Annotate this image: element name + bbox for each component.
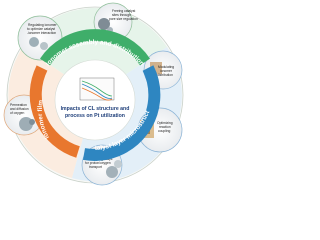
- diagram-svg: Regulating ionomer to optimize catalyst …: [0, 0, 184, 186]
- panel-6-line3: of oxygen: [10, 111, 24, 115]
- sector-band-orange: [29, 65, 80, 158]
- panel-6-line1: Permeation: [10, 103, 27, 107]
- panel-4-line3: coupling: [158, 129, 170, 133]
- panel-2-line1: Freeing catalyst: [112, 9, 135, 13]
- panel-4-line2: reaction: [159, 125, 171, 129]
- panel-1-line3: -ionomer interaction: [27, 31, 56, 35]
- center-title-line2: process on Pt utilization: [65, 113, 125, 119]
- sector-band-green: [40, 29, 150, 66]
- panel-5-line3: transport: [89, 165, 102, 169]
- cl-structure-overview-diagram: Regulating ionomer to optimize catalyst …: [0, 0, 189, 189]
- panel-5-line2: for proton/oxygen: [85, 161, 111, 165]
- center-title-line1: Impacts of CL structure and: [61, 106, 130, 112]
- sector-band-blue: [82, 65, 161, 161]
- panel-3-line3: distribution: [157, 73, 173, 77]
- panel-1-line2: to optimize catalyst: [27, 27, 55, 31]
- panel-4-line1: Optimizing: [157, 121, 173, 125]
- panel-6-line2: and diffusion: [10, 107, 29, 111]
- center-inset-plot: [79, 77, 115, 101]
- panel-2-line2: sites through: [112, 13, 131, 17]
- panel-1-line1: Regulating ionomer: [28, 23, 57, 27]
- panel-2-line3: pore size regulation: [109, 17, 138, 21]
- panel-3-line2: ionomer: [160, 69, 173, 73]
- panel-3-line1: Modulating: [158, 65, 174, 69]
